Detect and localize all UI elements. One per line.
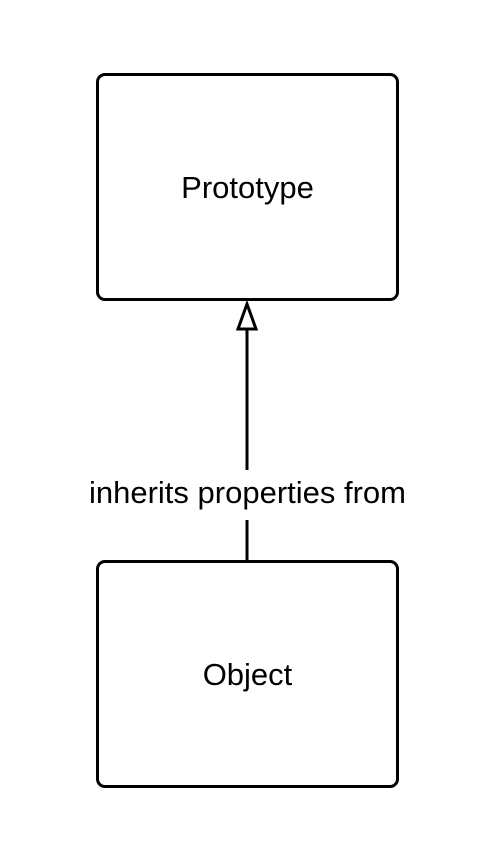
object-label: Object (202, 656, 293, 692)
prototype-box: Prototype (96, 73, 399, 301)
object-box: Object (96, 560, 399, 788)
edge-label: inherits properties from (88, 475, 406, 510)
prototype-label: Prototype (181, 169, 314, 205)
arrowhead-hollow-triangle (235, 299, 259, 331)
